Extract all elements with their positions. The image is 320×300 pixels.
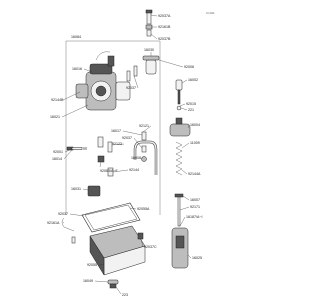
callout-label: 92001 — [53, 150, 63, 154]
drain-plug-part — [107, 279, 119, 289]
carburetor-body-part — [75, 51, 131, 111]
callout-label: 16007 — [190, 198, 200, 202]
callout-label: 92161B — [158, 25, 171, 29]
callout-label: 16002 — [188, 78, 198, 82]
leader-lines — [61, 14, 192, 295]
callout-label: 11009 — [190, 141, 200, 145]
callout-label: 16014 — [52, 157, 62, 161]
float-part — [87, 185, 101, 197]
callout-label: 16008 — [131, 156, 141, 160]
callout-label: 92015 — [186, 102, 196, 106]
callout-label: 92144B — [51, 98, 64, 102]
callout-list: 92037A 16084 92161B 92037B 16016 16030 9… — [47, 14, 203, 297]
callout-label: 16016 — [72, 67, 82, 71]
callout-label: 16004 — [190, 123, 200, 127]
callout-label: 16049 — [83, 279, 93, 283]
fuel-hose-part — [133, 140, 158, 175]
idle-screw-part — [66, 146, 88, 151]
float-needle-part — [141, 131, 147, 162]
callout-label: 92006 — [184, 65, 194, 69]
main-jet-part — [97, 136, 114, 177]
diagram-code: C1011 — [206, 11, 215, 15]
callout-label: 16084 — [71, 35, 81, 39]
callout-label: 92144A — [188, 172, 201, 176]
callout-label: 16187/A~I — [186, 215, 203, 219]
callout-label: 92055 — [87, 263, 97, 267]
bowl-clip-part — [61, 217, 75, 232]
callout-label: 92161A — [47, 221, 60, 225]
callout-label: 92144 — [129, 168, 139, 172]
carb-top-cover-part — [169, 117, 191, 137]
callout-label: 92063/A~F — [100, 169, 118, 173]
callout-label: 92037C — [144, 245, 157, 249]
bowl-screw-part — [71, 236, 76, 244]
callout-label: 92123 — [112, 142, 122, 146]
jet-needle-part — [175, 79, 183, 111]
exploded-parts-diagram: C1011 — [47, 9, 215, 297]
throttle-valve-part — [171, 193, 189, 269]
float-bowl-part — [89, 225, 146, 276]
callout-label: 16030 — [144, 48, 154, 52]
callout-label: 92055A — [137, 207, 150, 211]
callout-label: 92037 — [58, 212, 68, 216]
callout-label: 92037 — [122, 136, 132, 140]
assembly-frame — [66, 40, 161, 58]
callout-label: 92037B — [158, 37, 171, 41]
callout-label: 16031 — [71, 187, 81, 191]
throttle-slide-part — [142, 55, 160, 75]
cable-adjuster-part — [145, 9, 153, 37]
callout-label: 223 — [122, 293, 128, 297]
vent-hose-part — [126, 65, 138, 82]
callout-label: 92037 — [126, 86, 136, 90]
bowl-gasket-part — [81, 202, 141, 233]
callout-label: 221 — [188, 108, 194, 112]
callout-label: 92171 — [190, 205, 200, 209]
callout-label: 16017 — [111, 129, 121, 133]
slide-spring-part — [175, 141, 183, 176]
callout-label: 92121 — [139, 124, 149, 128]
callout-label: 16021 — [50, 115, 60, 119]
callout-label: 92037A — [158, 14, 171, 18]
callout-label: 16025 — [192, 256, 202, 260]
